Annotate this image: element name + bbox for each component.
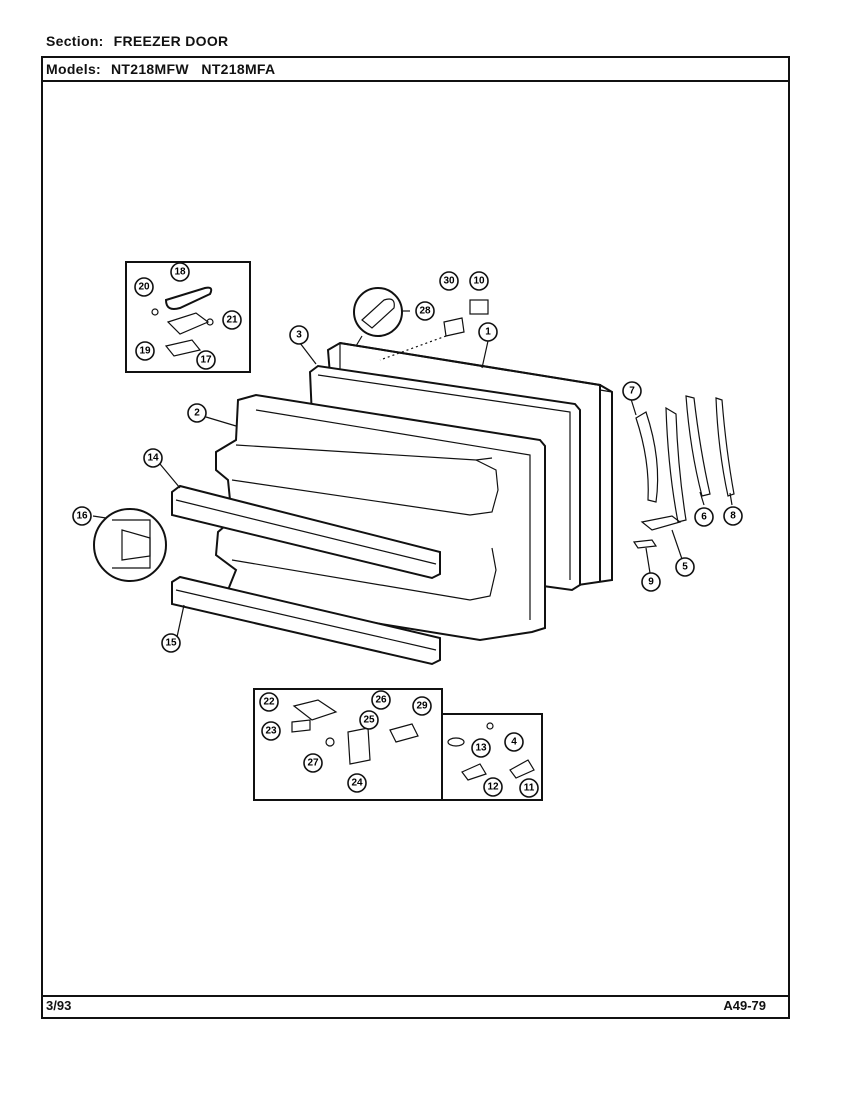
callout-2: 2 — [187, 403, 207, 423]
svg-text:7: 7 — [629, 386, 635, 397]
footer-code: A49-79 — [723, 998, 766, 1013]
svg-text:6: 6 — [701, 512, 707, 523]
header-rule — [41, 80, 790, 82]
callout-24: 24 — [347, 773, 367, 793]
end-cap-detail — [93, 508, 167, 582]
door-liner — [214, 393, 546, 642]
svg-text:2: 2 — [194, 408, 200, 419]
models-heading: Models: NT218MFW NT218MFA — [46, 61, 275, 77]
callout-18: 18 — [170, 262, 190, 282]
callout-19: 19 — [135, 341, 155, 361]
callout-5: 5 — [675, 557, 695, 577]
callout-16: 16 — [72, 506, 92, 526]
inset-box-handle-parts — [125, 261, 251, 373]
footer-date: 3/93 — [46, 998, 72, 1013]
callout-21: 21 — [222, 310, 242, 330]
callout-1: 1 — [478, 322, 498, 342]
callout-20: 20 — [134, 277, 154, 297]
callout-layer: 1 2 3 4 5 6 7 8 9 10 11 12 13 14 15 16 1… — [72, 262, 743, 798]
svg-text:5: 5 — [682, 562, 688, 573]
section-label: Section: — [46, 33, 104, 49]
svg-text:27: 27 — [307, 758, 319, 769]
upper-shelf-bar — [171, 484, 441, 580]
callout-17: 17 — [196, 350, 216, 370]
callout-12: 12 — [483, 777, 503, 797]
svg-text:23: 23 — [265, 726, 277, 737]
models-label: Models: — [46, 61, 101, 77]
callout-11: 11 — [519, 778, 539, 798]
svg-text:4: 4 — [511, 737, 517, 748]
footer-rule — [41, 995, 790, 997]
svg-text:30: 30 — [443, 276, 455, 287]
callout-29: 29 — [412, 696, 432, 716]
callout-28: 28 — [415, 301, 435, 321]
callout-14: 14 — [143, 448, 163, 468]
lower-shelf-bar — [171, 575, 441, 666]
svg-text:16: 16 — [76, 511, 88, 522]
callout-9: 9 — [641, 572, 661, 592]
svg-text:1: 1 — [485, 327, 491, 338]
svg-text:15: 15 — [165, 638, 177, 649]
section-value: FREEZER DOOR — [113, 33, 229, 49]
models-value: NT218MFW NT218MFA — [111, 61, 276, 77]
svg-text:10: 10 — [473, 276, 485, 287]
svg-text:21: 21 — [226, 315, 238, 326]
label-stickers — [379, 299, 489, 361]
svg-text:12: 12 — [487, 782, 499, 793]
svg-text:11: 11 — [524, 783, 535, 794]
svg-text:29: 29 — [416, 701, 428, 712]
svg-text:24: 24 — [351, 778, 363, 789]
callout-23: 23 — [261, 721, 281, 741]
diagram-frame — [41, 56, 790, 1019]
callout-25: 25 — [359, 710, 379, 730]
callout-7: 7 — [622, 381, 642, 401]
svg-text:26: 26 — [375, 695, 387, 706]
svg-text:8: 8 — [730, 511, 736, 522]
callout-3: 3 — [289, 325, 309, 345]
callout-6: 6 — [694, 507, 714, 527]
callout-10: 10 — [469, 271, 489, 291]
svg-text:18: 18 — [174, 267, 186, 278]
section-heading: Section: FREEZER DOOR — [46, 33, 228, 49]
svg-text:13: 13 — [475, 743, 487, 754]
svg-text:9: 9 — [648, 577, 654, 588]
callout-4: 4 — [504, 732, 524, 752]
callout-8: 8 — [723, 506, 743, 526]
svg-text:19: 19 — [139, 346, 151, 357]
callout-15: 15 — [161, 633, 181, 653]
callout-26: 26 — [371, 690, 391, 710]
callout-13: 13 — [471, 738, 491, 758]
callout-27: 27 — [303, 753, 323, 773]
svg-text:17: 17 — [200, 355, 212, 366]
inset-box-small-parts — [441, 713, 543, 801]
callout-30: 30 — [439, 271, 459, 291]
leader-lines — [92, 310, 733, 638]
callout-22: 22 — [259, 692, 279, 712]
svg-text:22: 22 — [263, 697, 275, 708]
bushing-detail — [353, 287, 403, 347]
svg-text:28: 28 — [419, 306, 431, 317]
svg-text:14: 14 — [147, 453, 159, 464]
svg-text:3: 3 — [296, 330, 302, 341]
svg-text:25: 25 — [363, 715, 375, 726]
hinge-parts — [632, 395, 735, 549]
svg-text:20: 20 — [138, 282, 150, 293]
